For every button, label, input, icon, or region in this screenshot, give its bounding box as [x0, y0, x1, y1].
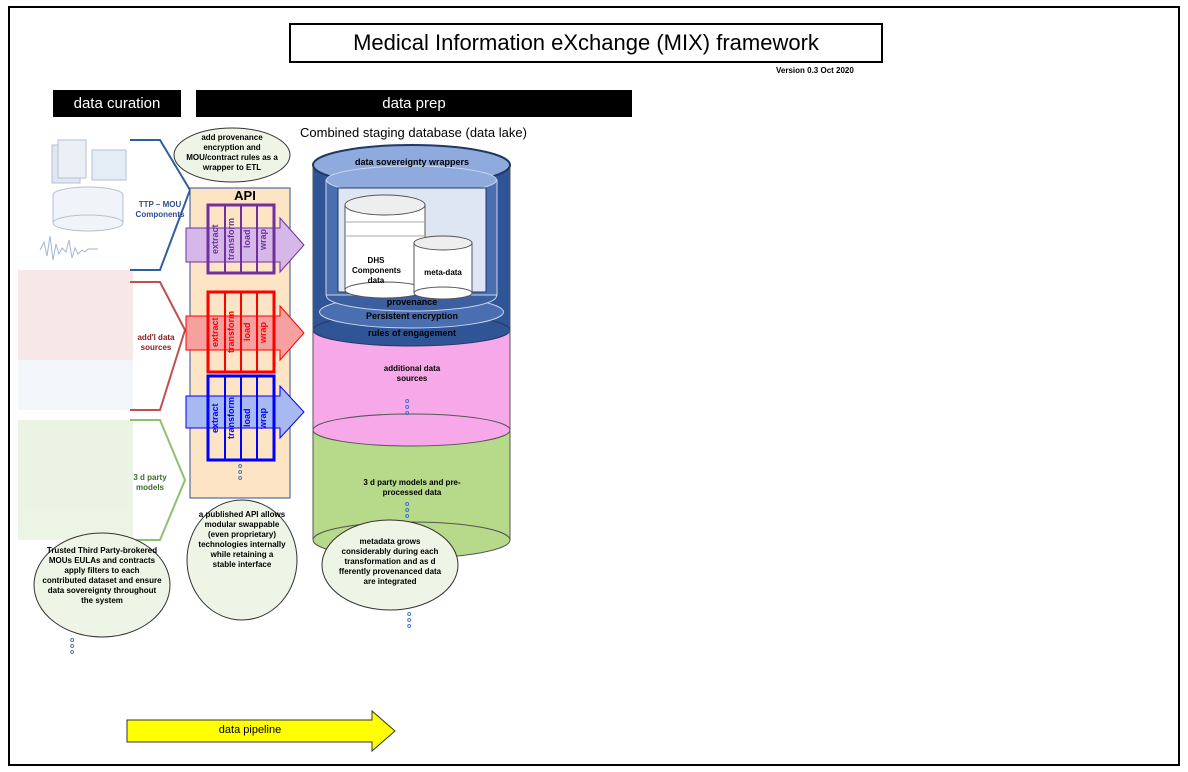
etl-red — [185, 290, 305, 374]
db-dhs-label: DHS Components data — [352, 256, 401, 285]
db-rules-label: rules of engagement — [367, 328, 457, 338]
pipeline-arrow — [126, 709, 396, 753]
db-third-label: 3 d party models and pre-processed data — [363, 478, 461, 497]
header-data-prep: data prep — [196, 90, 632, 117]
step-load-1: load — [242, 229, 252, 249]
api-label: API — [234, 188, 256, 203]
step-transform-3: transform — [226, 397, 236, 440]
clouds — [33, 127, 459, 638]
data-pipeline-label: data pipeline — [218, 724, 282, 736]
db-encryption-label: Persistent encryption — [365, 311, 459, 321]
label-third-party: 3 d party models — [133, 473, 167, 492]
step-load-3: load — [242, 408, 252, 428]
header-data-curation: data curation — [53, 90, 181, 117]
page-frame — [8, 6, 1180, 766]
cloud-top-text: add provenance encryption and MOU/contra… — [186, 133, 278, 172]
etl-purple — [185, 203, 305, 275]
page-title: Medical Information eXchange (MIX) frame… — [289, 23, 883, 63]
db-wrappers-label: data sovereignty wrappers — [354, 157, 470, 167]
cloud-meta-text: metadata grows considerably during each … — [338, 537, 442, 586]
step-wrap-3: wrap — [258, 407, 268, 429]
step-extract-1: extract — [210, 224, 220, 254]
version-label: Version 0.3 Oct 2020 — [776, 66, 854, 75]
cloud-api-text: a published API allows modular swappable… — [198, 510, 286, 569]
source-images — [18, 139, 133, 540]
cloud-ttp-text: Trusted Third Party-brokered MOUs EULAs … — [42, 546, 162, 605]
staging-database-label: Combined staging database (data lake) — [300, 125, 527, 140]
db-provenance-label: provenance — [386, 297, 438, 307]
step-wrap-1: wrap — [258, 228, 268, 250]
step-transform-1: transform — [226, 218, 236, 261]
label-addl-sources: add'l data sources — [137, 333, 175, 352]
data-lake-cylinder — [312, 144, 511, 559]
db-additional-label: additional data sources — [383, 364, 441, 383]
label-ttp: TTP – MOU Components — [135, 200, 185, 219]
step-transform-2: transform — [226, 311, 236, 354]
step-extract-2: extract — [210, 317, 220, 347]
db-metadata-label: meta-data — [424, 268, 462, 277]
step-load-2: load — [242, 322, 252, 342]
step-wrap-2: wrap — [258, 321, 268, 343]
etl-blue — [185, 374, 305, 462]
step-extract-3: extract — [210, 403, 220, 433]
